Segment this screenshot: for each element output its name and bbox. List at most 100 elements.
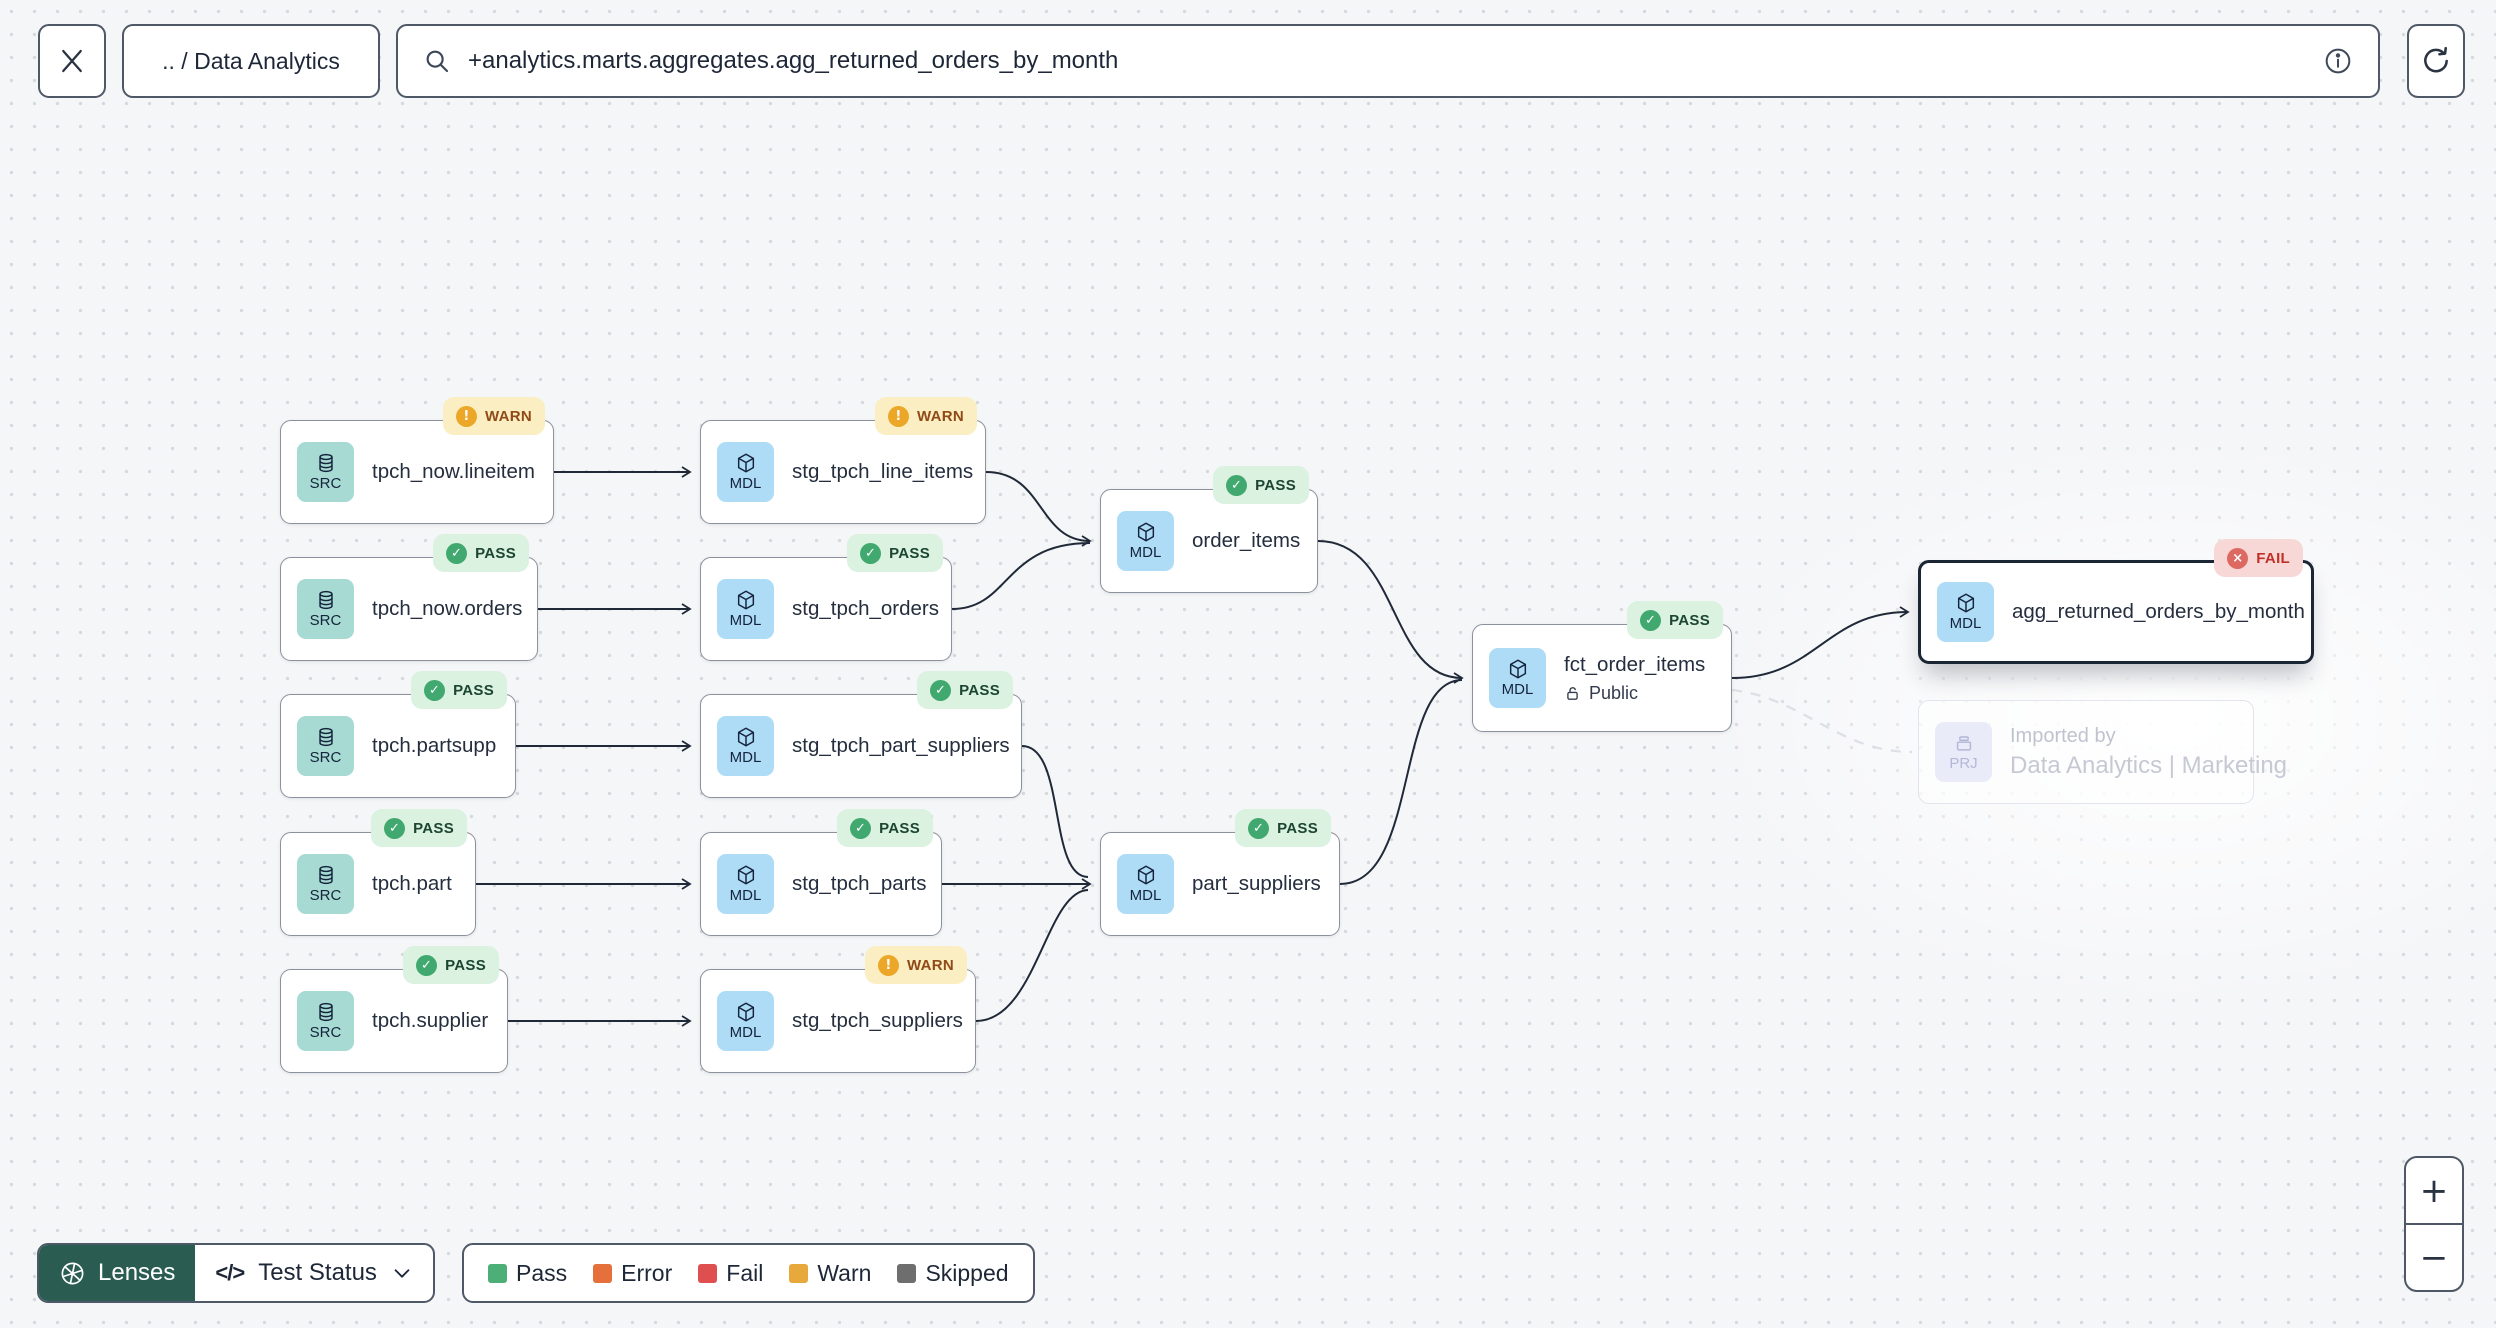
- model-type-icon: MDL: [1937, 582, 1994, 642]
- node-part-suppliers[interactable]: ✓PASS MDL part_suppliers: [1100, 809, 1340, 936]
- database-icon: [318, 727, 333, 747]
- node-imported-by-project[interactable]: PRJ Imported by Data Analytics | Marketi…: [1918, 700, 2287, 804]
- warn-icon: !: [887, 405, 909, 427]
- node-type-label: MDL: [729, 612, 762, 629]
- breadcrumb-label: .. / Data Analytics: [162, 47, 340, 74]
- fail-icon: ×: [2227, 547, 2249, 569]
- refresh-button[interactable]: [2407, 24, 2465, 98]
- node-agg-returned-orders-by-month[interactable]: ×FAIL MDL agg_returned_orders_by_month: [1918, 539, 2314, 664]
- node-title: stg_tpch_part_suppliers: [792, 734, 1010, 757]
- node-order-items[interactable]: ✓PASS MDL order_items: [1100, 466, 1318, 593]
- status-badge: ✓PASS: [1213, 466, 1309, 504]
- close-button[interactable]: [38, 24, 106, 98]
- lenses-button[interactable]: Lenses: [39, 1245, 196, 1301]
- node-stg-tpch-parts[interactable]: ✓PASS MDL stg_tpch_parts: [700, 809, 942, 936]
- node-title: fct_order_items: [1564, 652, 1706, 676]
- node-type-label: SRC: [309, 612, 342, 629]
- source-type-icon: SRC: [297, 854, 354, 914]
- node-type-label: MDL: [1129, 887, 1162, 904]
- cube-icon: [737, 865, 754, 885]
- lenses-label: Lenses: [98, 1259, 176, 1286]
- skipped-swatch: [897, 1263, 917, 1283]
- status-badge: ✓PASS: [917, 671, 1013, 709]
- chevron-down-icon: [394, 1269, 410, 1278]
- model-type-icon: MDL: [1117, 854, 1174, 914]
- node-type-label: MDL: [729, 475, 762, 492]
- status-badge: !WARN: [874, 397, 977, 435]
- model-type-icon: MDL: [717, 854, 774, 914]
- status-badge: ✓PASS: [403, 946, 499, 984]
- status-badge: ✓PASS: [837, 809, 933, 847]
- lens-control: Lenses </> Test Status: [37, 1243, 435, 1303]
- node-type-label: MDL: [729, 1024, 762, 1041]
- status-badge: ✓PASS: [1627, 601, 1723, 639]
- code-icon: </>: [215, 1260, 245, 1285]
- node-title: agg_returned_orders_by_month: [2012, 600, 2305, 623]
- node-stg-tpch-part-suppliers[interactable]: ✓PASS MDL stg_tpch_part_suppliers: [700, 671, 1022, 798]
- node-title: stg_tpch_suppliers: [792, 1009, 963, 1032]
- status-badge: ✓PASS: [433, 534, 529, 572]
- node-tpch-supplier[interactable]: ✓PASS SRC tpch.supplier: [280, 946, 508, 1073]
- check-icon: ✓: [424, 679, 446, 701]
- warn-icon: !: [455, 405, 477, 427]
- error-swatch: [593, 1263, 613, 1283]
- node-type-label: MDL: [1129, 544, 1162, 561]
- model-type-icon: MDL: [717, 991, 774, 1051]
- model-type-icon: MDL: [717, 442, 774, 502]
- node-type-label: MDL: [729, 887, 762, 904]
- database-icon: [318, 1002, 333, 1022]
- node-stg-tpch-suppliers[interactable]: !WARN MDL stg_tpch_suppliers: [700, 946, 976, 1073]
- refresh-icon: [2424, 46, 2448, 73]
- model-type-icon: MDL: [1489, 648, 1546, 708]
- node-tpch-part[interactable]: ✓PASS SRC tpch.part: [280, 809, 476, 936]
- lens-selector[interactable]: </> Test Status: [195, 1245, 433, 1301]
- node-tpch-now-orders[interactable]: ✓PASS SRC tpch_now.orders: [280, 534, 538, 661]
- source-type-icon: SRC: [297, 579, 354, 639]
- model-type-icon: MDL: [717, 716, 774, 776]
- search-input[interactable]: [468, 47, 2306, 75]
- model-type-icon: MDL: [717, 579, 774, 639]
- node-tpch-partsupp[interactable]: ✓PASS SRC tpch.partsupp: [280, 671, 516, 798]
- status-badge: ✓PASS: [371, 809, 467, 847]
- info-icon[interactable]: [2322, 45, 2354, 77]
- zoom-controls: + −: [2404, 1156, 2464, 1292]
- zoom-out-button[interactable]: −: [2419, 1237, 2449, 1278]
- check-icon: ✓: [930, 679, 952, 701]
- database-icon: [318, 865, 333, 885]
- status-badge: ✓PASS: [847, 534, 943, 572]
- node-title: order_items: [1192, 529, 1301, 552]
- zoom-in-button[interactable]: +: [2406, 1158, 2462, 1225]
- node-title: tpch.partsupp: [372, 734, 497, 757]
- test-status-legend: Pass Error Fail Warn Skipped: [462, 1243, 1035, 1303]
- source-type-icon: SRC: [297, 991, 354, 1051]
- legend-item-error: Error: [593, 1260, 672, 1287]
- warn-icon: !: [877, 954, 899, 976]
- database-icon: [318, 453, 333, 473]
- node-title: tpch_now.lineitem: [372, 460, 535, 483]
- node-tpch-now-lineitem[interactable]: !WARN SRC tpch_now.lineitem: [280, 397, 554, 524]
- check-icon: ✓: [1248, 817, 1270, 839]
- node-stg-tpch-line-items[interactable]: !WARN MDL stg_tpch_line_items: [700, 397, 986, 524]
- project-icon: [1956, 736, 1971, 751]
- cube-icon: [1137, 522, 1154, 542]
- search-bar: [396, 24, 2380, 98]
- source-type-icon: SRC: [297, 442, 354, 502]
- cube-icon: [1957, 593, 1974, 613]
- status-badge: ✓PASS: [1235, 809, 1331, 847]
- node-type-label: SRC: [309, 749, 342, 766]
- imported-by-label: Imported by: [2010, 724, 2116, 747]
- database-icon: [318, 590, 333, 610]
- status-badge: ✓PASS: [411, 671, 507, 709]
- breadcrumb[interactable]: .. / Data Analytics: [122, 24, 380, 98]
- node-stg-tpch-orders[interactable]: ✓PASS MDL stg_tpch_orders: [700, 534, 952, 661]
- check-icon: ✓: [416, 954, 438, 976]
- node-title: tpch.supplier: [372, 1009, 489, 1032]
- pass-swatch: [488, 1263, 507, 1283]
- aperture-icon: [61, 1262, 84, 1284]
- warn-swatch: [789, 1263, 809, 1283]
- node-title: tpch.part: [372, 872, 452, 895]
- node-fct-order-items[interactable]: ✓PASS MDL fct_order_items Public: [1472, 601, 1732, 732]
- legend-item-warn: Warn: [789, 1260, 871, 1287]
- status-badge: !WARN: [864, 946, 967, 984]
